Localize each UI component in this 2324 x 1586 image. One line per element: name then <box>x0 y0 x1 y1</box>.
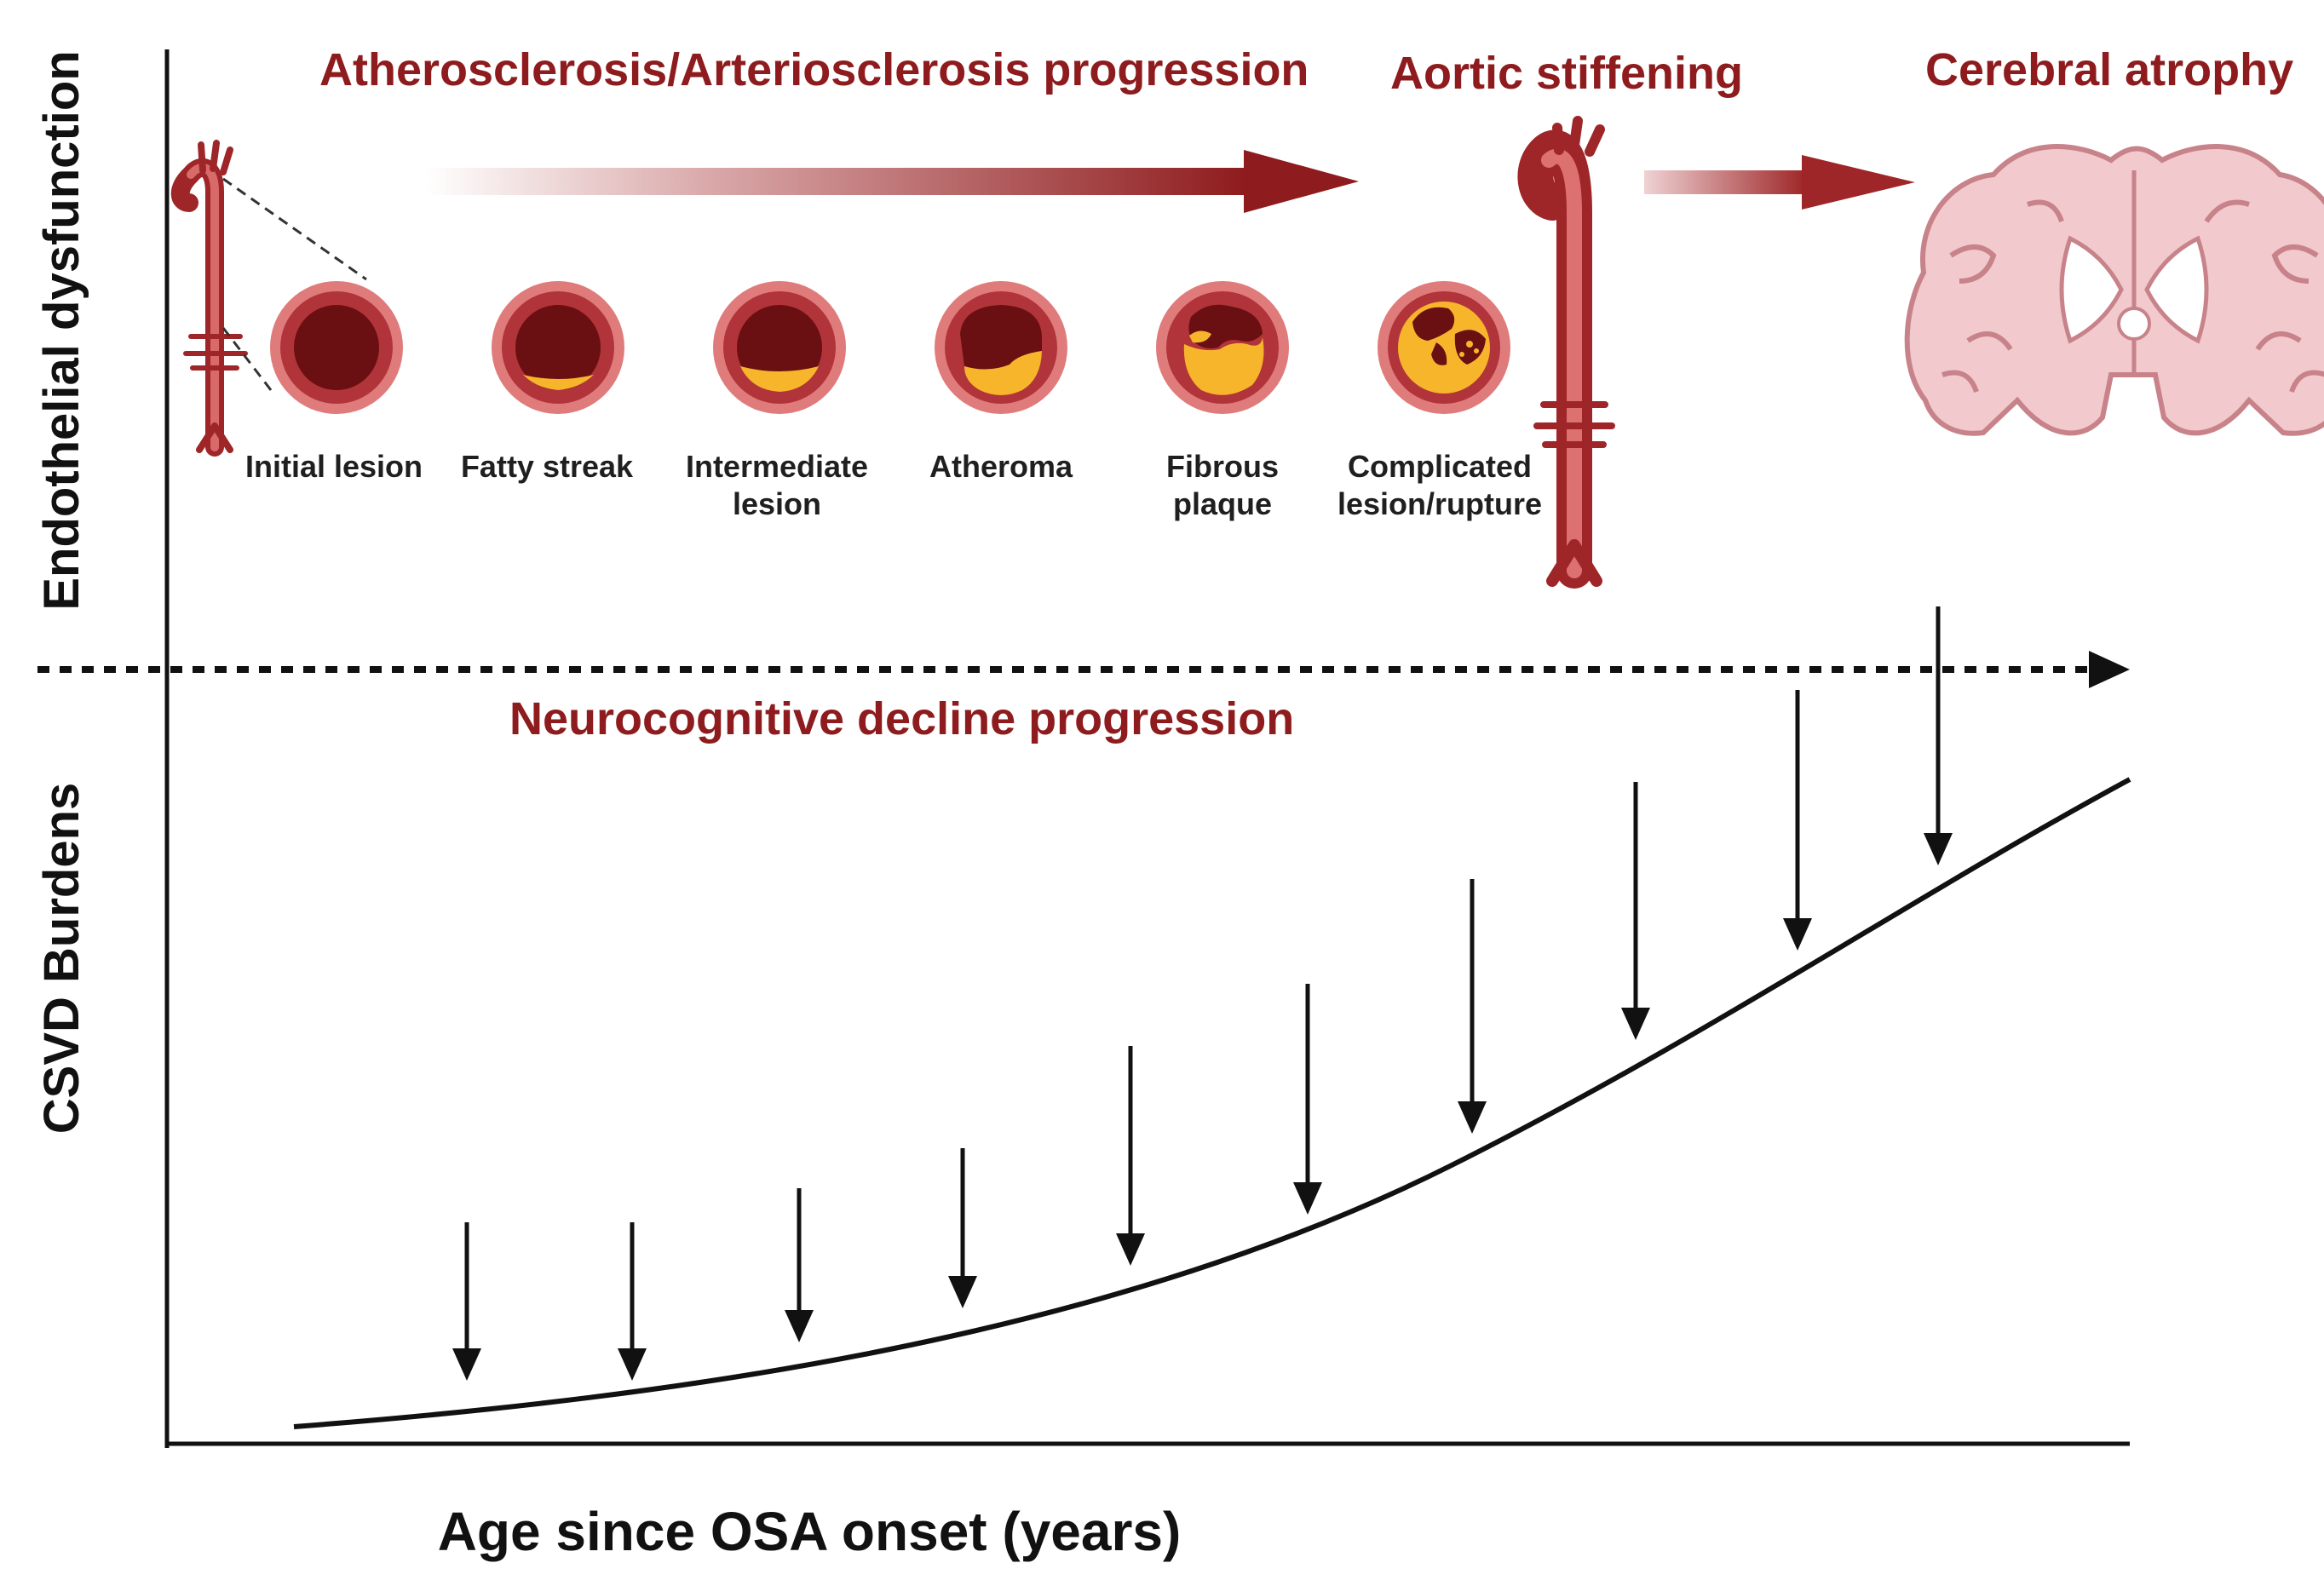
vessel-complicated-lesion <box>1378 281 1510 414</box>
artery-icon-small <box>170 140 248 457</box>
neurocognitive-title: Neurocognitive decline progression <box>509 693 1294 744</box>
vessel-initial-lesion <box>270 281 403 414</box>
x-axis-title: Age since OSA onset (years) <box>438 1501 1182 1562</box>
progression-title: Atherosclerosis/Arteriosclerosis progres… <box>319 44 1309 95</box>
zoom-dashed-lines <box>221 177 367 391</box>
impact-arrow-head <box>785 1310 814 1342</box>
impact-arrow-head <box>452 1348 481 1381</box>
impact-arrow-head <box>1293 1182 1322 1215</box>
stage-label-fatty-streak: Fatty streak <box>461 449 634 484</box>
impact-arrows <box>452 606 1953 1381</box>
stage-label-intermediate-line2: lesion <box>733 486 821 521</box>
stage-label-initial-lesion: Initial lesion <box>245 449 423 484</box>
vessel-intermediate-lesion <box>713 281 846 414</box>
impact-arrow-head <box>1116 1233 1145 1266</box>
y-axis-title-bottom: CSVD Burdens <box>34 783 89 1135</box>
vessel-fatty-streak <box>492 281 624 414</box>
impact-arrow-head <box>1621 1008 1650 1040</box>
progression-arrow <box>426 150 1359 213</box>
cerebral-atrophy-title: Cerebral atrophy <box>1925 44 2293 95</box>
aortic-stiffening-title: Aortic stiffening <box>1390 48 1743 99</box>
dotted-timeline-arrowhead <box>2089 651 2130 688</box>
aorta-icon <box>1517 116 1615 589</box>
stage-label-complicated-line2: lesion/rupture <box>1337 486 1542 521</box>
stage-label-intermediate-line1: Intermediate <box>686 449 868 484</box>
impact-arrow-head <box>1924 833 1953 865</box>
brain-icon <box>1904 144 2324 436</box>
aorta-to-brain-arrow <box>1644 155 1915 210</box>
stage-label-fibrous-line2: plaque <box>1173 486 1272 521</box>
impact-arrow-head <box>948 1276 977 1308</box>
stage-label-fibrous-line1: Fibrous <box>1166 449 1279 484</box>
vessel-fibrous-plaque <box>1156 281 1289 414</box>
vessel-atheroma <box>935 281 1067 414</box>
stage-label-atheroma: Atheroma <box>929 449 1073 484</box>
csvd-burden-curve <box>293 777 2131 1429</box>
impact-arrow-head <box>1458 1101 1487 1134</box>
stage-label-complicated-line1: Complicated <box>1348 449 1532 484</box>
impact-arrow-head <box>618 1348 647 1381</box>
impact-arrow-head <box>1783 918 1812 951</box>
y-axis-title-top: Endothelial dysfunction <box>34 50 89 610</box>
